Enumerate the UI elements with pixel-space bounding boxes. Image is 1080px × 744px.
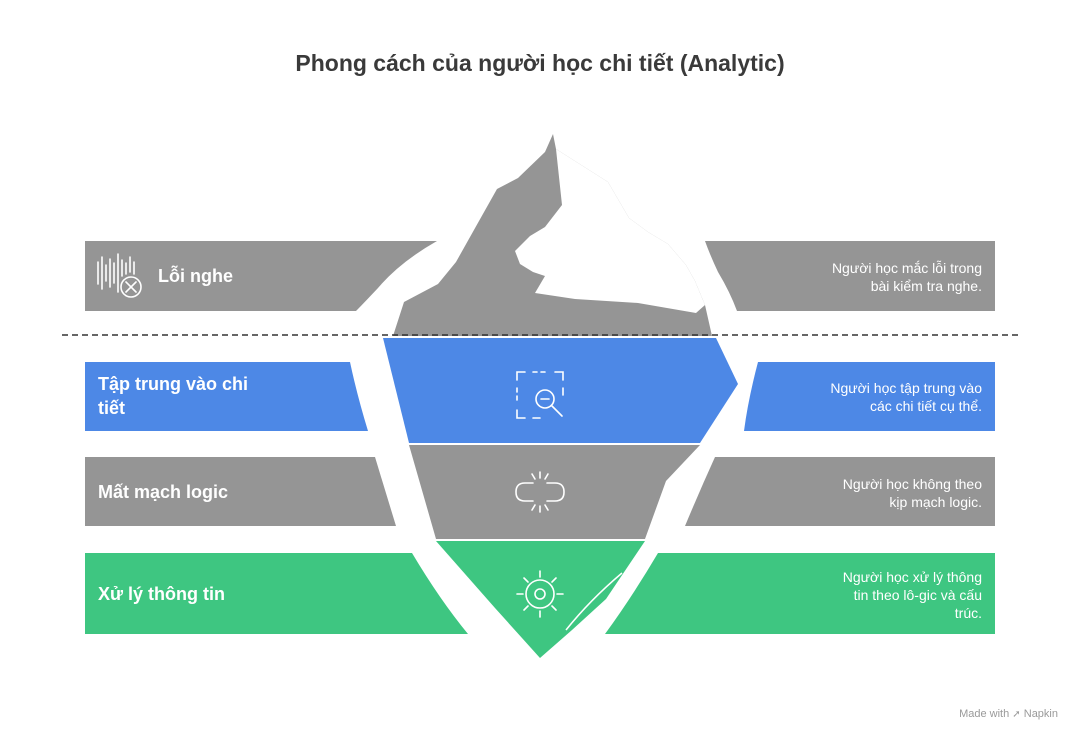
made-with-napkin[interactable]: Made with ➚ Napkin — [959, 708, 1058, 720]
iceberg-tip — [386, 130, 722, 336]
napkin-logo-icon: ➚ — [1012, 709, 1021, 720]
row-3-label: Mất mạch logic — [98, 482, 229, 502]
row-4-right-band — [605, 553, 995, 634]
diagram-title: Phong cách của người học chi tiết (Analy… — [295, 50, 785, 76]
row-3-description-line-1: Người học không theo — [842, 476, 982, 492]
row-3-description: Người học không theo kịp mạch logic. — [782, 475, 982, 511]
row-4-description-line-2: tin theo lô-gic và cấu — [853, 587, 982, 603]
row-3-description-line-2: kịp mạch logic. — [889, 494, 982, 510]
row-2-label-line-2: tiết — [98, 398, 125, 418]
broken-link-icon — [515, 471, 565, 513]
row-1-description-line-1: Người học mắc lỗi trong — [831, 260, 982, 276]
row-3-bands — [85, 445, 995, 539]
row-1-bands — [85, 241, 995, 311]
iceberg-crack — [565, 572, 623, 631]
row-4-description-line-1: Người học xử lý thông — [842, 569, 982, 585]
footer-prefix: Made with — [959, 708, 1010, 720]
row-3-center — [409, 445, 700, 539]
row-4-label: Xử lý thông tin — [98, 584, 226, 604]
row-4-left-band — [85, 553, 468, 634]
processing-gear-icon — [516, 570, 564, 618]
row-2-center — [383, 338, 738, 443]
row-1-label: Lỗi nghe — [158, 266, 233, 286]
row-3-right-band — [685, 457, 995, 526]
row-2-right-band — [744, 362, 995, 431]
row-1-description-line-2: bài kiểm tra nghe. — [870, 278, 982, 294]
row-2-description-line-1: Người học tập trung vào — [830, 380, 982, 396]
row-2-left-band — [85, 362, 368, 431]
row-2-label: Tập trung vào chi tiết — [98, 372, 248, 420]
row-2-bands — [85, 338, 995, 443]
row-1-description: Người học mắc lỗi trong bài kiểm tra ngh… — [782, 259, 982, 295]
zoom-out-frame-icon — [516, 371, 564, 419]
footer-brand: Napkin — [1023, 708, 1058, 720]
row-2-label-line-1: Tập trung vào chi — [98, 374, 249, 394]
row-2-description: Người học tập trung vào các chi tiết cụ … — [782, 379, 982, 415]
row-2-description-line-2: các chi tiết cụ thể. — [869, 398, 982, 414]
iceberg-snow — [515, 149, 705, 313]
row-3-left-band — [85, 457, 396, 526]
row-4-description: Người học xử lý thông tin theo lô-gic và… — [782, 568, 982, 622]
row-4-description-line-3: trúc. — [954, 605, 982, 621]
row-1-right-band — [705, 241, 995, 311]
row-1-left-band — [85, 241, 437, 311]
sound-wave-error-icon — [97, 253, 142, 298]
